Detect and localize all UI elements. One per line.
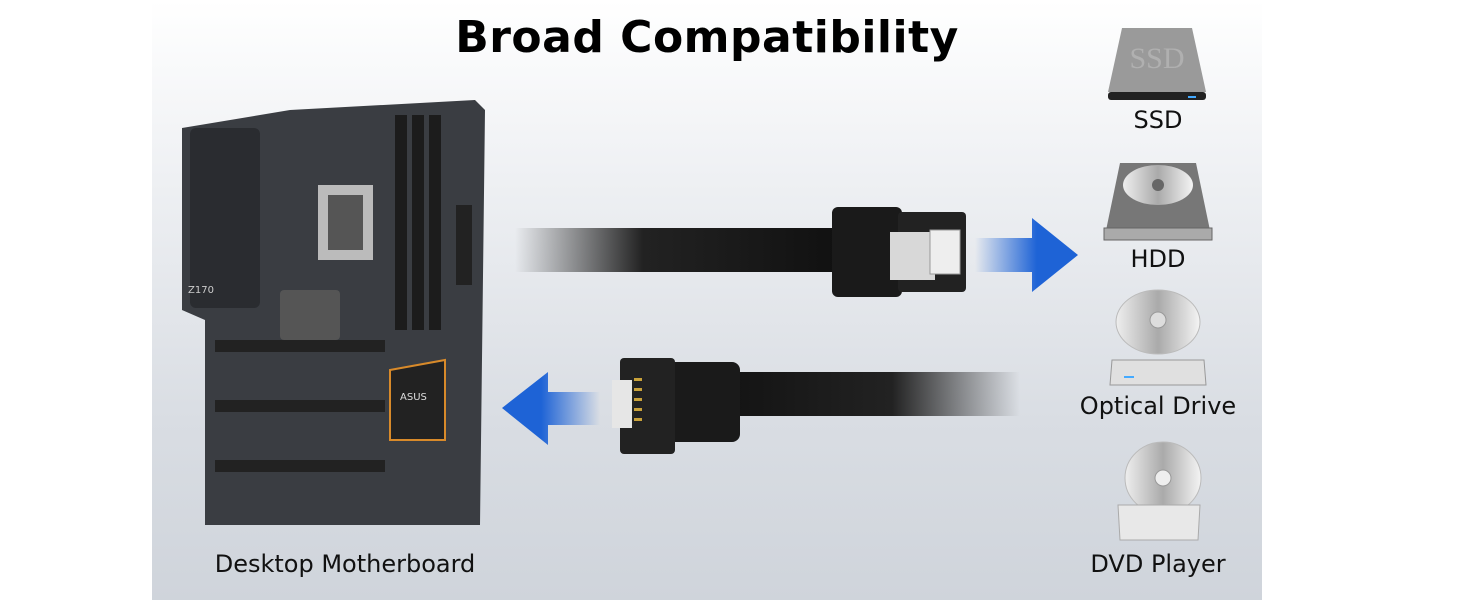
board-model-text: Z170 xyxy=(188,285,214,296)
ssd-icon: SSD xyxy=(1108,28,1206,100)
device-label-hdd: HDD xyxy=(1130,245,1186,273)
hdd-icon xyxy=(1103,163,1213,241)
ssd-icon-text: SSD xyxy=(1129,42,1184,75)
motherboard-image: ASUS Z170 xyxy=(182,100,485,525)
device-label-ssd: SSD xyxy=(1133,106,1183,134)
dvd-player-icon xyxy=(1117,441,1202,541)
optical-drive-icon xyxy=(1109,289,1207,386)
device-label-optical-drive: Optical Drive xyxy=(1079,392,1237,420)
device-label-dvd-player: DVD Player xyxy=(1090,550,1226,578)
brand-logo: ASUS xyxy=(400,392,427,403)
sata-cable-top xyxy=(515,207,966,297)
arrow-right-icon xyxy=(975,218,1078,292)
page-title: Broad Compatibility xyxy=(455,12,959,63)
motherboard-label: Desktop Motherboard xyxy=(214,550,476,578)
arrow-left-icon xyxy=(502,372,600,445)
sata-cable-bottom xyxy=(612,358,1020,454)
